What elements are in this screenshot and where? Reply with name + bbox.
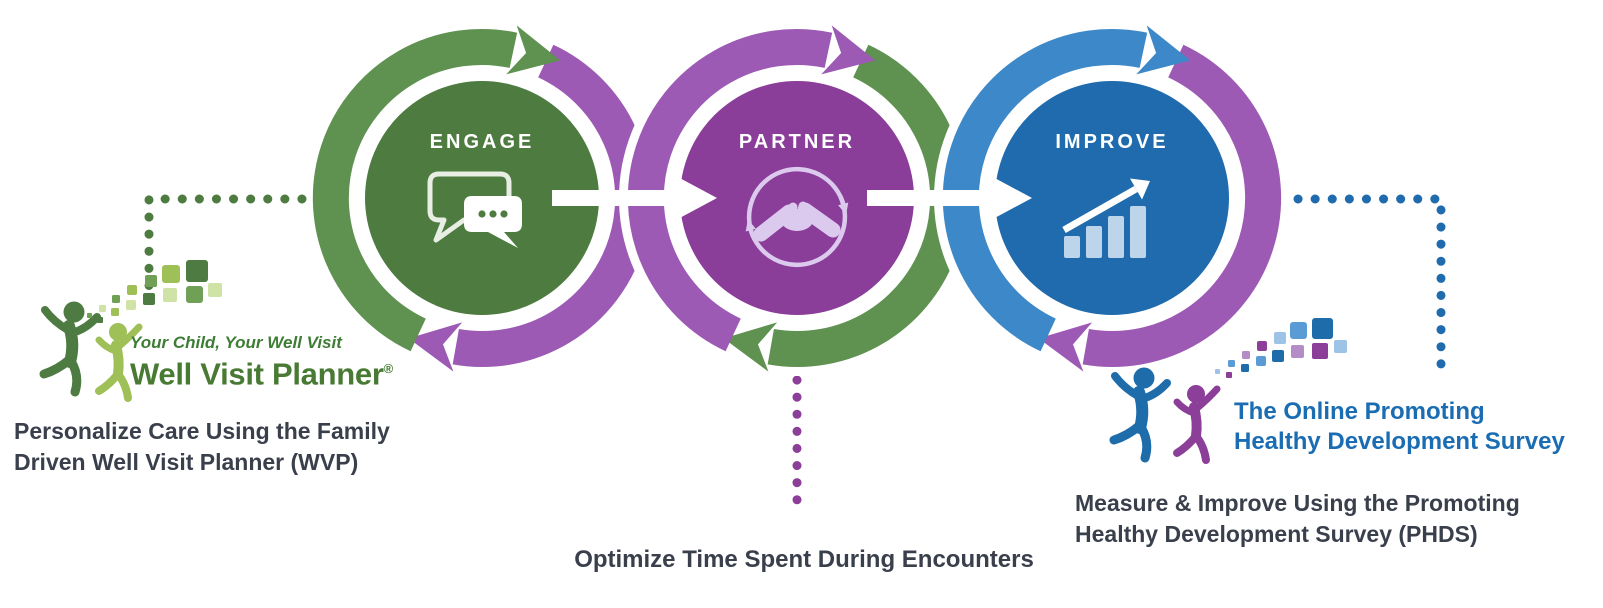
- step-label-improve: IMPROVE: [1055, 131, 1168, 153]
- improve-ring: [942, 25, 1282, 372]
- caption-phds-line1: Measure & Improve Using the Promoting: [1075, 490, 1520, 516]
- improve-circle: [995, 81, 1229, 315]
- caption-wvp-line1: Personalize Care Using the Family: [14, 418, 390, 444]
- flow-arrow-partner-improve: [867, 176, 1032, 220]
- step-label-partner: PARTNER: [739, 131, 855, 153]
- wvp-name: Well Visit Planner®: [130, 352, 393, 390]
- phds-figures: [1109, 367, 1221, 464]
- chat-bubbles-icon: [427, 171, 522, 248]
- wvp-figures: [39, 301, 143, 402]
- caption-wvp: Personalize Care Using the Family Driven…: [14, 416, 390, 478]
- phds-logo-line1: The Online Promoting: [1234, 398, 1485, 425]
- caption-phds-line2: Healthy Development Survey (PHDS): [1075, 521, 1478, 547]
- growth-chart-icon: [1062, 178, 1150, 258]
- phds-logo-line2: Healthy Development Survey: [1234, 428, 1565, 455]
- running-person-light-green-icon: [95, 323, 143, 402]
- connector-dots-wvp: [144, 194, 307, 305]
- caption-wvp-line2: Driven Well Visit Planner (WVP): [14, 449, 359, 475]
- handshake-icon: [745, 166, 849, 268]
- flow-arrow-engage-partner: [552, 176, 717, 220]
- registered-mark: ®: [383, 361, 394, 376]
- running-person-blue-icon: [1109, 367, 1171, 463]
- wvp-name-text: Well Visit Planner: [130, 356, 384, 392]
- caption-partner: Optimize Time Spent During Encounters: [574, 546, 1034, 573]
- step-label-engage: ENGAGE: [430, 131, 535, 153]
- caption-phds: Measure & Improve Using the Promoting He…: [1075, 488, 1520, 550]
- connector-dots-phds: [1293, 194, 1446, 382]
- partner-circle: [680, 81, 914, 315]
- running-person-dark-green-icon: [39, 301, 101, 397]
- phds-squares-decoration: [1215, 318, 1347, 378]
- wvp-squares-decoration: [87, 260, 222, 323]
- wvp-logo-text: Your Child, Your Well Visit Well Visit P…: [130, 333, 393, 390]
- wvp-tagline: Your Child, Your Well Visit: [130, 333, 342, 352]
- phds-logo-text: The Online Promoting Healthy Development…: [1234, 397, 1565, 457]
- running-person-purple-icon: [1173, 385, 1221, 464]
